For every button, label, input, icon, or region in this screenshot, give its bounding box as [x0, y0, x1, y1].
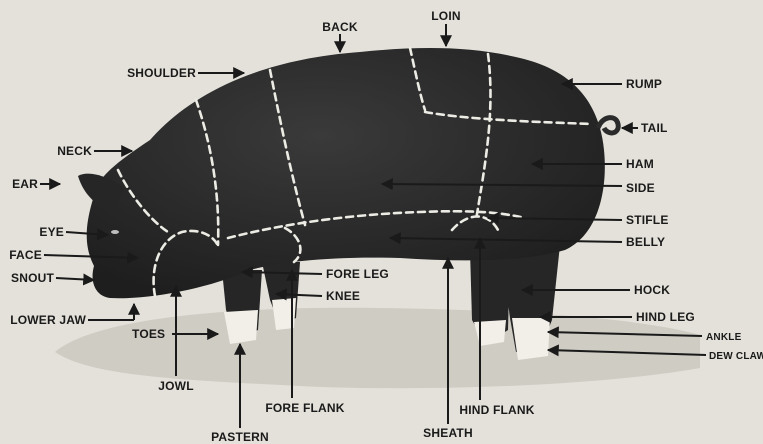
pig-tail	[598, 118, 618, 133]
label-stifle: STIFLE	[626, 213, 669, 227]
label-pastern: PASTERN	[211, 430, 269, 444]
label-tail: TAIL	[641, 121, 668, 135]
hoof-hind-near	[512, 318, 550, 360]
pig-eye	[111, 230, 119, 234]
label-fore-flank: FORE FLANK	[265, 401, 344, 415]
label-ankle: ANKLE	[706, 332, 742, 343]
label-sheath: SHEATH	[423, 426, 473, 440]
label-hind-leg: HIND LEG	[636, 310, 695, 324]
label-dew-claw: DEW CLAW	[709, 351, 763, 362]
label-shoulder: SHOULDER	[127, 66, 196, 80]
label-fore-leg: FORE LEG	[326, 267, 389, 281]
label-lower-jaw: LOWER JAW	[10, 313, 86, 327]
ground-shadow	[55, 308, 700, 388]
label-snout: SNOUT	[11, 271, 54, 285]
label-rump: RUMP	[626, 77, 662, 91]
label-belly: BELLY	[626, 235, 665, 249]
label-side: SIDE	[626, 181, 655, 195]
label-toes: TOES	[132, 327, 165, 341]
label-jowl: JOWL	[158, 379, 193, 393]
label-knee: KNEE	[326, 289, 360, 303]
label-ear: EAR	[12, 177, 38, 191]
label-face: FACE	[9, 248, 42, 262]
label-hind-flank: HIND FLANK	[459, 403, 534, 417]
label-loin: LOIN	[431, 9, 460, 23]
label-back: BACK	[322, 20, 358, 34]
hoof-fore-near	[224, 310, 258, 344]
label-ham: HAM	[626, 157, 654, 171]
label-neck: NECK	[57, 144, 92, 158]
label-eye: EYE	[39, 225, 64, 239]
label-hock: HOCK	[634, 283, 670, 297]
